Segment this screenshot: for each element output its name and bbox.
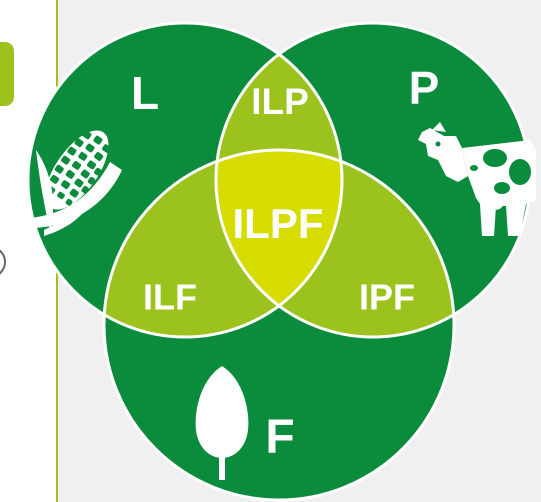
cow-icon — [418, 122, 536, 236]
label-ilpf: ILPF — [233, 200, 324, 247]
tree-icon — [195, 366, 249, 480]
label-p: P — [409, 62, 440, 114]
label-ilf: ILF — [143, 277, 197, 318]
left-tab[interactable] — [0, 42, 14, 106]
label-ilp: ILP — [251, 81, 309, 122]
label-ipf: IPF — [359, 277, 415, 318]
corn-icon — [30, 130, 122, 236]
label-f: F — [265, 411, 294, 464]
label-l: L — [131, 67, 159, 119]
